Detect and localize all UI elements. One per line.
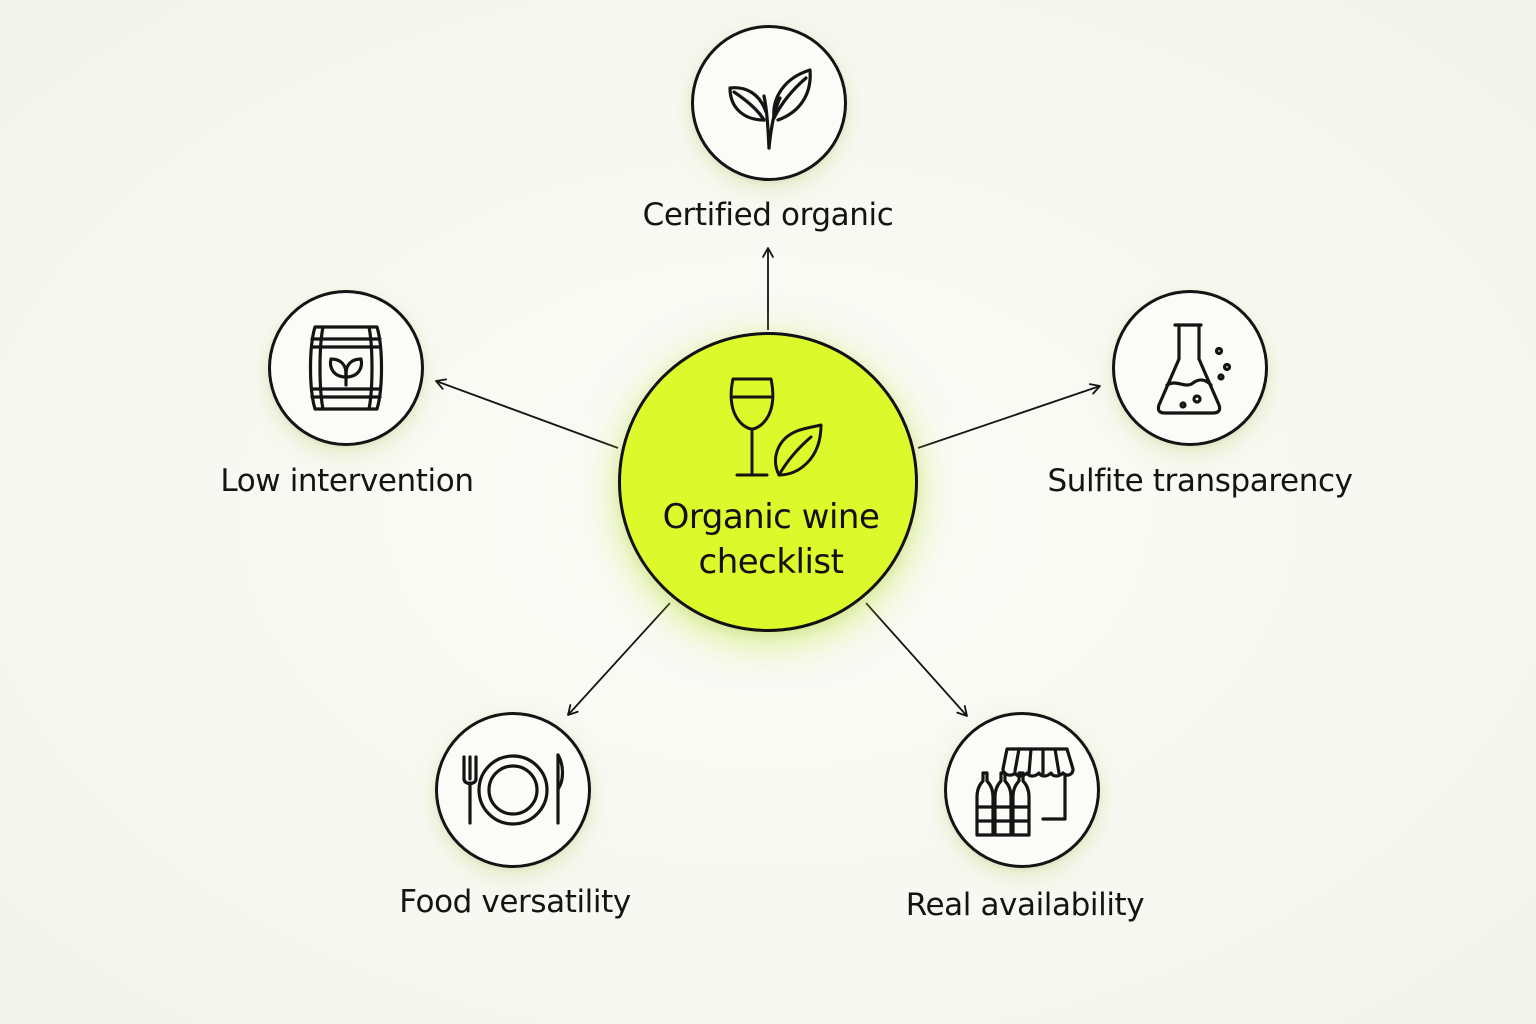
arrow-to-food: [567, 602, 671, 716]
label-real-availability: Real availability: [905, 887, 1145, 923]
label-food-versatility: Food versatility: [399, 884, 631, 920]
label-low-intervention: Low intervention: [220, 463, 474, 499]
center-hub: Organic wine checklist: [618, 332, 918, 632]
certified-organic-node: [691, 25, 847, 181]
wine-glass-leaf-icon: [729, 377, 823, 477]
low-intervention-node: [268, 290, 424, 446]
sulfite-transparency-node: [1112, 290, 1268, 446]
shop-bottles-icon: [975, 747, 1075, 837]
arrow-to-sulfite: [917, 383, 1101, 449]
food-versatility-node: [435, 712, 591, 868]
barrel-leaf-icon: [308, 325, 384, 411]
plate-fork-knife-icon: [462, 753, 565, 826]
arrow-to-low: [435, 378, 619, 449]
arrow-to-real: [865, 602, 968, 717]
center-title: Organic wine checklist: [662, 497, 880, 582]
real-availability-node: [944, 712, 1100, 868]
label-certified-organic: Certified organic: [642, 197, 894, 233]
flask-icon: [1156, 323, 1232, 415]
label-sulfite-transparency: Sulfite transparency: [1047, 463, 1353, 499]
leaf-sprout-icon: [728, 68, 812, 150]
